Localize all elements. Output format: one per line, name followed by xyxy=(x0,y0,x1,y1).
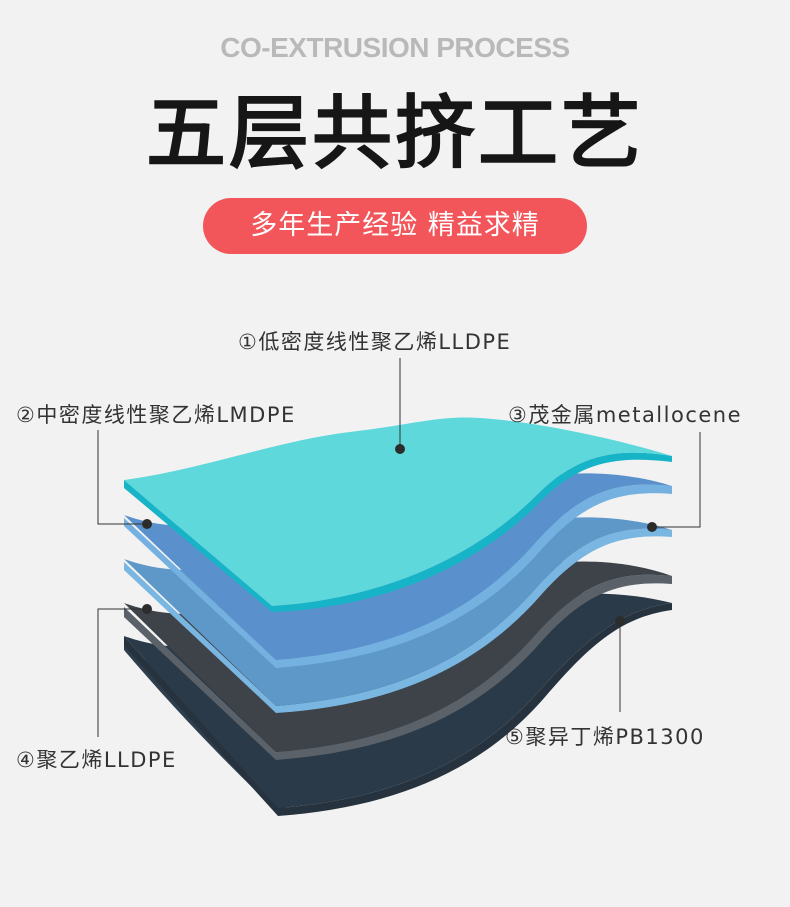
tagline-badge: 多年生产经验 精益求精 xyxy=(203,198,587,254)
layer-label-2: ②中密度线性聚乙烯LMDPE xyxy=(16,403,296,427)
layer-label-1: ①低密度线性聚乙烯LLDPE xyxy=(238,330,512,354)
layer-label-5: ⑤聚异丁烯PB1300 xyxy=(505,725,705,749)
layer-1 xyxy=(124,417,672,612)
leader-lines xyxy=(97,358,701,737)
layer-label-4: ④聚乙烯LLDPE xyxy=(16,748,177,772)
page-title: 五层共挤工艺 xyxy=(146,87,644,180)
layer-label-3: ③茂金属metallocene xyxy=(508,403,743,427)
subtitle-en: CO-EXTRUSION PROCESS xyxy=(220,32,570,63)
leader-dots xyxy=(142,444,657,626)
